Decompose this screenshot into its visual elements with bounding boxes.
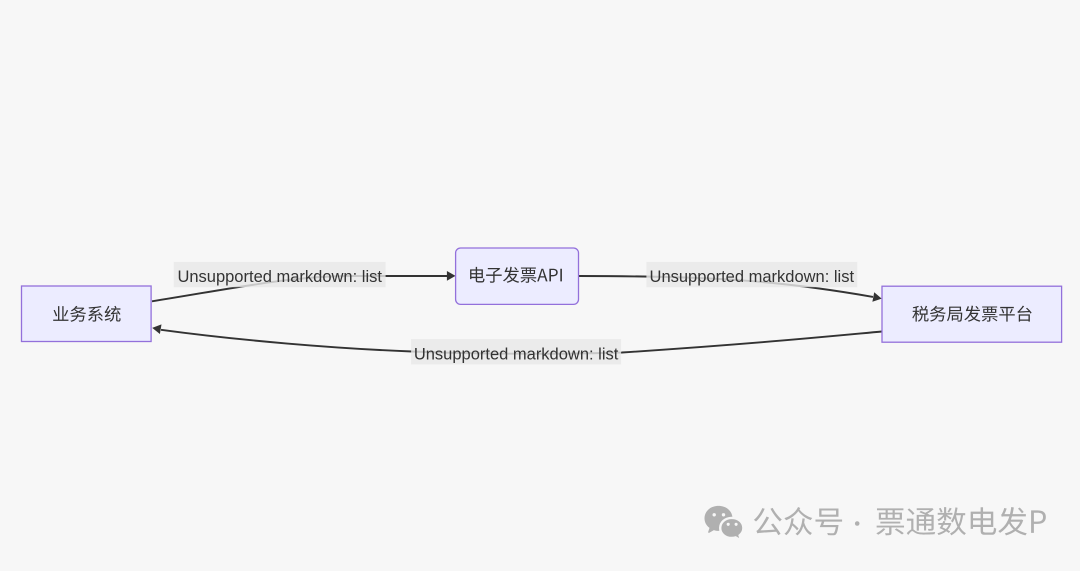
- svg-text:Unsupported markdown: list: Unsupported markdown: list: [414, 345, 619, 363]
- svg-text:Unsupported markdown: list: Unsupported markdown: list: [177, 268, 382, 286]
- svg-text:Unsupported markdown: list: Unsupported markdown: list: [650, 268, 855, 286]
